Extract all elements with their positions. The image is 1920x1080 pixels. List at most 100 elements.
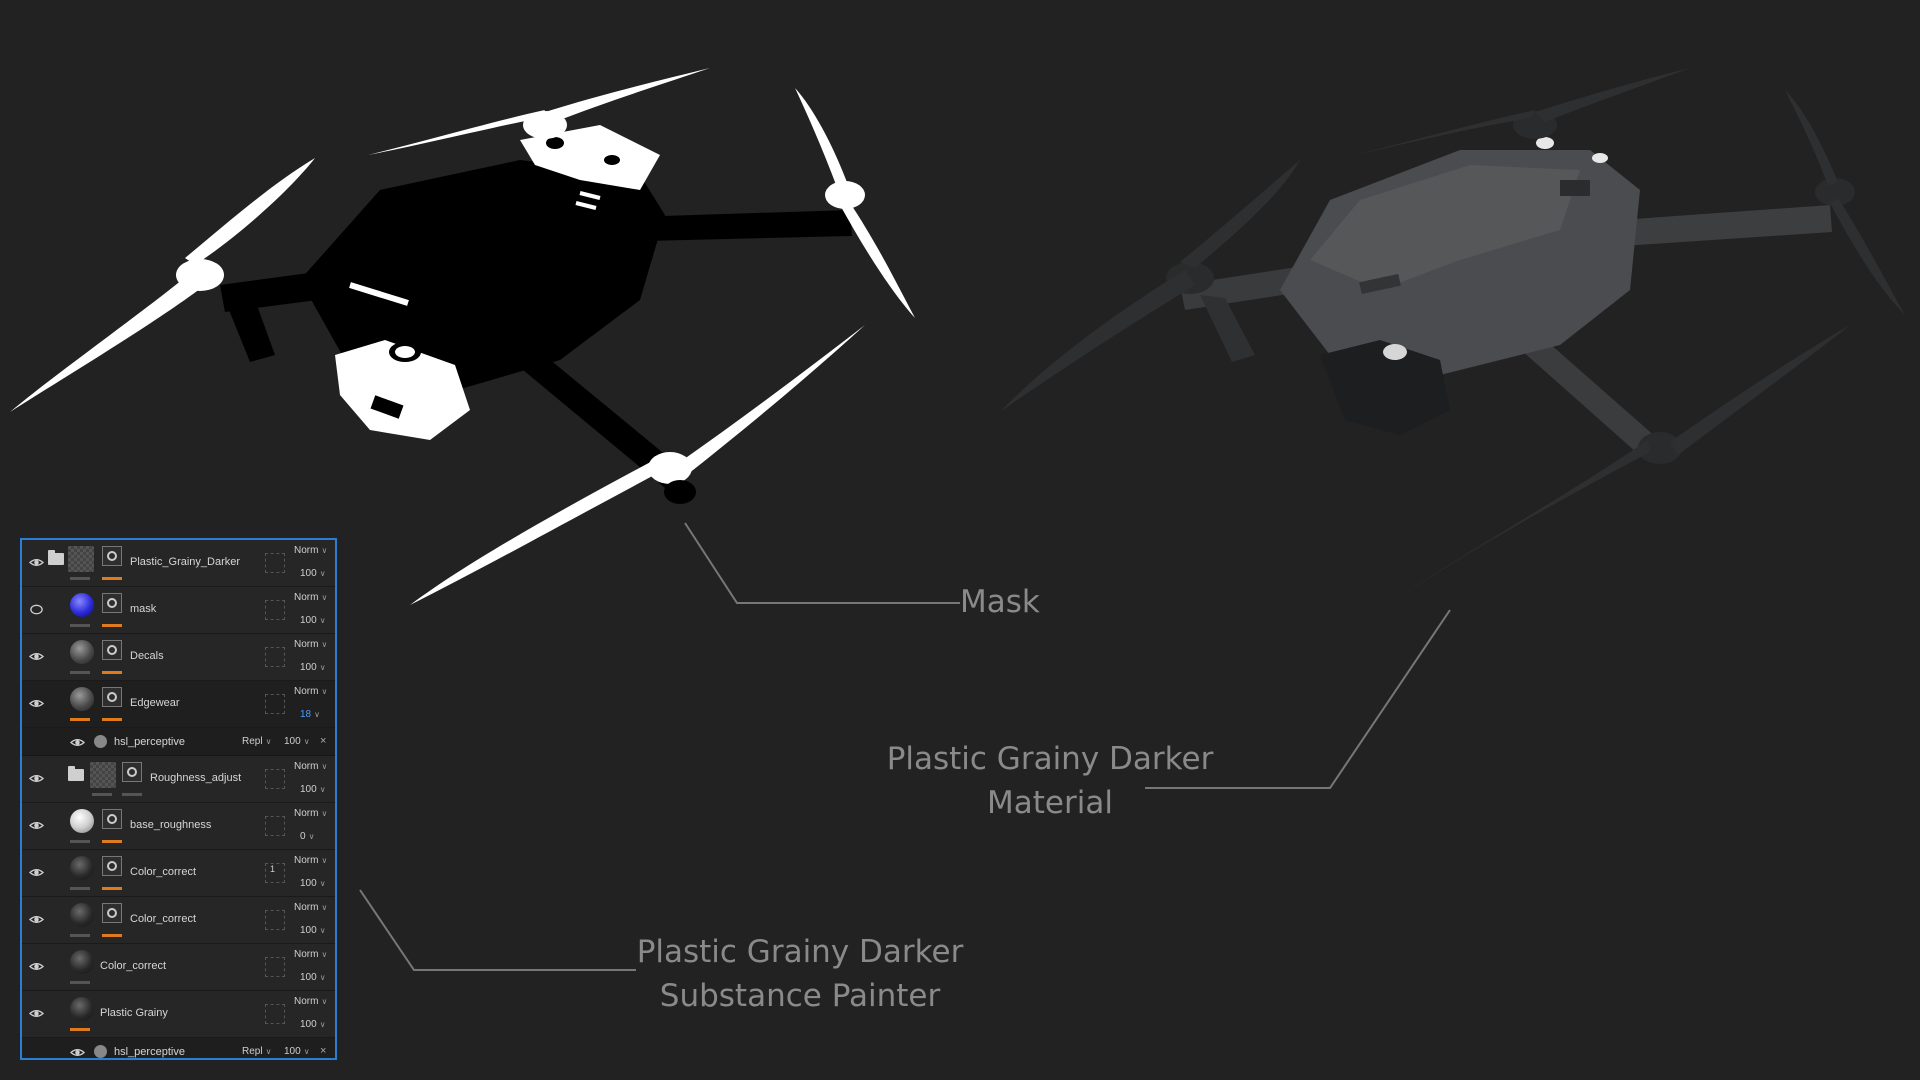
close-icon[interactable]: × — [320, 735, 327, 747]
eye-icon[interactable] — [28, 912, 45, 927]
mask-prop-front-right-b — [840, 200, 915, 318]
layer-row[interactable]: Color_correct Norm∨ 100∨ — [22, 944, 335, 991]
material-prop-front-left-a — [1395, 440, 1650, 600]
mask-icon[interactable] — [102, 593, 122, 613]
mask-icon[interactable] — [102, 640, 122, 660]
layer-thumbnail — [70, 640, 94, 664]
layer-name[interactable]: Edgewear — [130, 697, 180, 709]
filter-name[interactable]: hsl_perceptive — [114, 736, 185, 748]
blend-mode-dropdown[interactable]: Norm∨ — [294, 545, 328, 556]
layer-name[interactable]: Color_correct — [130, 913, 197, 925]
opacity-value[interactable]: 100∨ — [300, 925, 326, 936]
layer-slot[interactable] — [265, 863, 285, 883]
opacity-value[interactable]: 18∨ — [300, 709, 320, 720]
eye-icon[interactable] — [28, 865, 45, 880]
eye-icon[interactable] — [69, 735, 86, 750]
mask-bar — [102, 887, 122, 890]
layer-thumb-bar — [70, 981, 90, 984]
filter-row[interactable]: hsl_perceptive Repl∨ 100∨ × — [22, 1038, 335, 1058]
blend-mode-dropdown[interactable]: Norm∨ — [294, 996, 328, 1007]
opacity-value[interactable]: 100∨ — [300, 972, 326, 983]
layer-slot[interactable] — [265, 1004, 285, 1024]
chevron-down-icon: ∨ — [319, 879, 326, 888]
layer-slot[interactable] — [265, 553, 285, 573]
opacity-value[interactable]: 100∨ — [300, 568, 326, 579]
mask-bar — [102, 671, 122, 674]
opacity-value[interactable]: 100∨ — [300, 784, 326, 795]
layer-name[interactable]: Roughness_adjust — [150, 772, 242, 784]
layer-row[interactable]: Plastic_Grainy_Darker Norm∨ 100∨ — [22, 540, 335, 587]
layer-name[interactable]: Color_correct — [100, 960, 167, 972]
chevron-down-icon: ∨ — [319, 1020, 326, 1029]
layer-slot[interactable] — [265, 816, 285, 836]
close-icon[interactable]: × — [320, 1045, 327, 1057]
layer-row[interactable]: Roughness_adjust Norm∨ 100∨ — [22, 756, 335, 803]
opacity-value[interactable]: 100∨ — [300, 1019, 326, 1030]
layer-row[interactable]: mask Norm∨ 100∨ — [22, 587, 335, 634]
layer-name[interactable]: mask — [130, 603, 157, 615]
layer-slot[interactable] — [265, 600, 285, 620]
eye-icon[interactable] — [28, 959, 45, 974]
layer-thumbnail — [90, 762, 116, 788]
eye-icon[interactable] — [28, 649, 45, 664]
eye-icon[interactable] — [28, 818, 45, 833]
material-prop-rear-left-a — [1000, 270, 1195, 412]
layer-row[interactable]: Color_correct Norm∨ 100∨ — [22, 897, 335, 944]
layer-row[interactable]: Plastic Grainy Norm∨ 100∨ — [22, 991, 335, 1038]
blend-mode-dropdown[interactable]: Norm∨ — [294, 686, 328, 697]
eye-icon[interactable] — [69, 1045, 86, 1058]
filter-opacity[interactable]: 100∨ — [284, 1046, 310, 1057]
chevron-down-icon: ∨ — [321, 856, 328, 865]
mask-icon[interactable] — [102, 687, 122, 707]
chevron-down-icon: ∨ — [319, 569, 326, 578]
filter-row[interactable]: hsl_perceptive Repl∨ 100∨ × — [22, 728, 335, 756]
blend-mode-dropdown[interactable]: Norm∨ — [294, 902, 328, 913]
eye-icon[interactable] — [28, 696, 45, 711]
mask-camera-gimbal — [335, 340, 470, 440]
layer-slot[interactable] — [265, 694, 285, 714]
opacity-value[interactable]: 100∨ — [300, 878, 326, 889]
eye-closed-icon[interactable] — [29, 602, 44, 617]
layer-slot[interactable] — [265, 647, 285, 667]
layer-name[interactable]: Decals — [130, 650, 164, 662]
blend-mode-dropdown[interactable]: Norm∨ — [294, 949, 328, 960]
eye-icon[interactable] — [28, 1006, 45, 1021]
mask-icon[interactable] — [102, 856, 122, 876]
mask-icon[interactable] — [102, 903, 122, 923]
chevron-down-icon: ∨ — [303, 1047, 310, 1056]
opacity-value[interactable]: 100∨ — [300, 615, 326, 626]
filter-blend-dropdown[interactable]: Repl∨ — [242, 736, 272, 747]
filter-blend-dropdown[interactable]: Repl∨ — [242, 1046, 272, 1057]
layer-name[interactable]: base_roughness — [130, 819, 212, 831]
caption-mask: Mask — [960, 584, 1040, 620]
layer-slot[interactable] — [265, 957, 285, 977]
folder-icon[interactable] — [68, 766, 84, 781]
layer-name[interactable]: Color_correct — [130, 866, 197, 878]
layer-row[interactable]: Edgewear Norm∨ 18∨ — [22, 681, 335, 728]
folder-icon[interactable] — [48, 550, 64, 565]
caption-sp-line1: Plastic Grainy Darker — [636, 934, 964, 970]
mask-icon[interactable] — [122, 762, 142, 782]
layer-slot[interactable] — [265, 910, 285, 930]
layer-name[interactable]: Plastic_Grainy_Darker — [130, 556, 241, 568]
layer-name[interactable]: Plastic Grainy — [100, 1007, 168, 1019]
opacity-value[interactable]: 0∨ — [300, 831, 315, 842]
layer-row[interactable]: Decals Norm∨ 100∨ — [22, 634, 335, 681]
eye-icon[interactable] — [28, 555, 45, 570]
blend-mode-dropdown[interactable]: Norm∨ — [294, 639, 328, 650]
opacity-value[interactable]: 100∨ — [300, 662, 326, 673]
material-top-light-1 — [1536, 137, 1554, 149]
layer-row[interactable]: base_roughness Norm∨ 0∨ — [22, 803, 335, 850]
filter-opacity[interactable]: 100∨ — [284, 736, 310, 747]
blend-mode-dropdown[interactable]: Norm∨ — [294, 808, 328, 819]
filter-name[interactable]: hsl_perceptive — [114, 1046, 185, 1058]
eye-icon[interactable] — [28, 771, 45, 786]
blend-mode-dropdown[interactable]: Norm∨ — [294, 855, 328, 866]
layer-thumb-bar — [70, 671, 90, 674]
layer-slot[interactable] — [265, 769, 285, 789]
mask-icon[interactable] — [102, 546, 122, 566]
mask-icon[interactable] — [102, 809, 122, 829]
blend-mode-dropdown[interactable]: Norm∨ — [294, 761, 328, 772]
blend-mode-dropdown[interactable]: Norm∨ — [294, 592, 328, 603]
